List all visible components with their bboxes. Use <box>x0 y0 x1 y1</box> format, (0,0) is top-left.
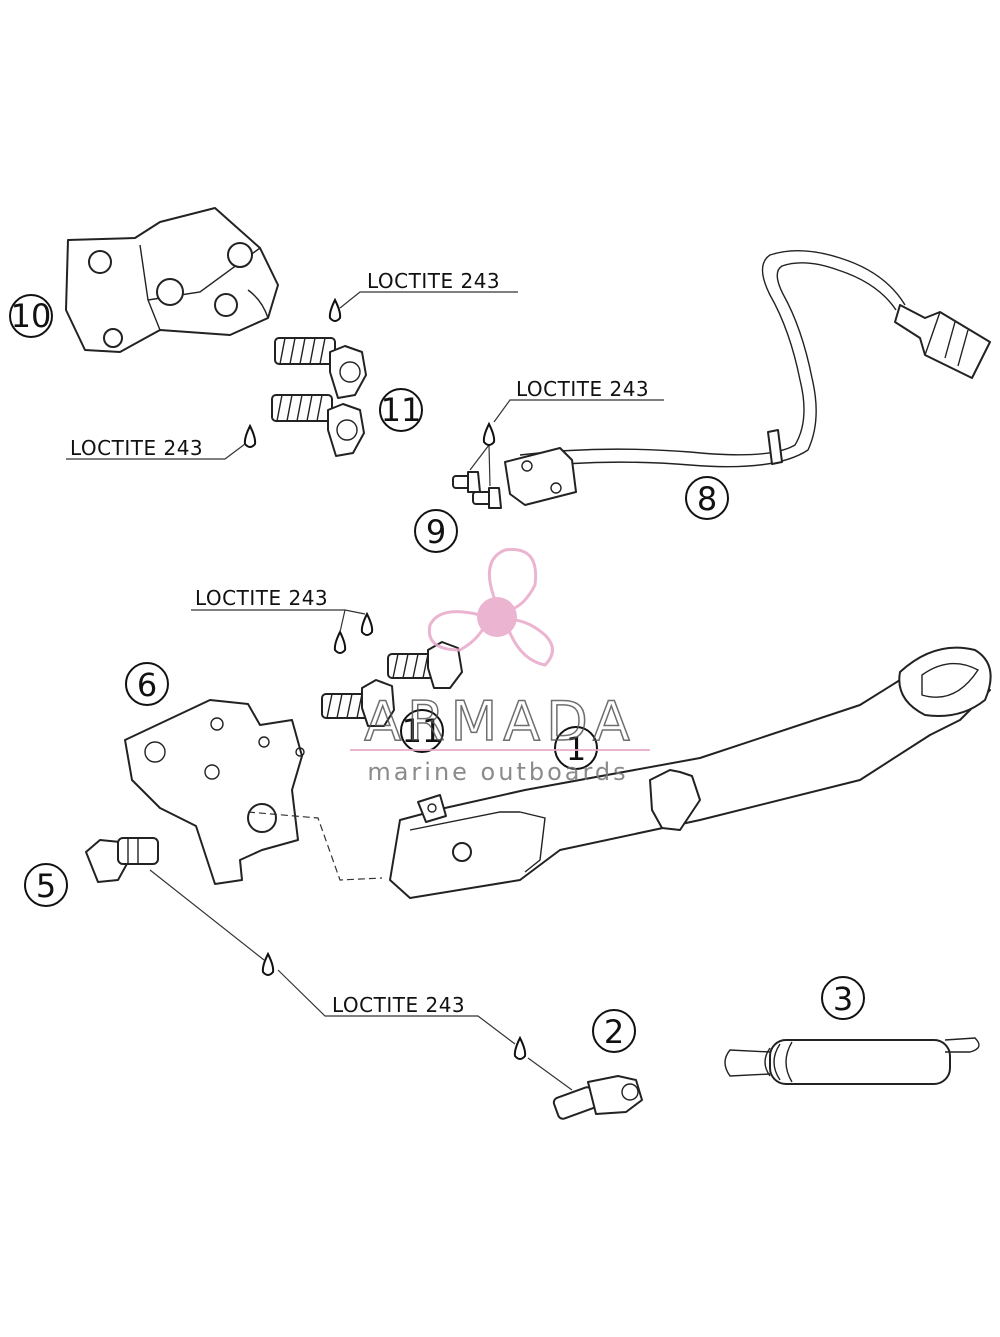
callout-3: 3 <box>821 976 865 1020</box>
loctite-drop-icon <box>328 297 342 322</box>
loctite-drop-icon <box>513 1035 527 1060</box>
loctite-label: LOCTITE 243 <box>195 586 328 610</box>
loctite-drop-icon <box>482 421 496 446</box>
bracket-part-10 <box>65 207 279 353</box>
svg-text:2: 2 <box>604 1013 624 1051</box>
screw-part-9 <box>452 444 502 509</box>
watermark-tagline: marine outboards <box>367 758 628 786</box>
callout-10: 10 <box>9 294 53 338</box>
svg-text:11: 11 <box>381 391 422 429</box>
svg-text:9: 9 <box>426 513 446 551</box>
loctite-label: LOCTITE 243 <box>70 436 203 460</box>
callout-11-top: 11 <box>379 388 423 432</box>
bolt-part-11-mid-b <box>321 679 395 727</box>
loctite-label: LOCTITE 243 <box>516 377 649 401</box>
callout-9: 9 <box>414 509 458 553</box>
bolt-part-11-lower <box>271 394 365 457</box>
watermark-brand: ARMADA <box>364 690 636 753</box>
svg-text:11: 11 <box>402 712 443 750</box>
bolt-part-5 <box>85 837 159 883</box>
callout-6: 6 <box>125 662 169 706</box>
loctite-drop-icon <box>243 423 257 448</box>
sensor-cable-part-8 <box>504 249 991 506</box>
callout-5: 5 <box>24 863 68 907</box>
svg-text:5: 5 <box>36 867 56 905</box>
bolt-part-11-mid-a <box>387 641 463 689</box>
plate-part-6 <box>124 699 305 885</box>
stud-part-2 <box>552 1075 643 1120</box>
loctite-drop-icon <box>261 951 275 976</box>
loctite-drop-icon <box>360 611 374 636</box>
loctite-label: LOCTITE 243 <box>332 993 465 1017</box>
callout-2: 2 <box>592 1009 636 1053</box>
callout-11-mid: 11 <box>400 709 444 753</box>
callout-8: 8 <box>685 476 729 520</box>
svg-text:8: 8 <box>697 480 717 518</box>
svg-text:3: 3 <box>833 980 853 1018</box>
loctite-drop-icon <box>333 629 347 654</box>
spring-part-3 <box>724 1037 980 1085</box>
svg-text:10: 10 <box>11 297 52 335</box>
svg-text:6: 6 <box>137 666 157 704</box>
side-stand-part-1 <box>247 646 992 899</box>
bolt-part-11-upper <box>274 337 367 399</box>
propeller-logo-icon <box>427 547 554 667</box>
armada-watermark: ARMADA marine outboards <box>350 547 650 786</box>
loctite-label: LOCTITE 243 <box>367 269 500 293</box>
